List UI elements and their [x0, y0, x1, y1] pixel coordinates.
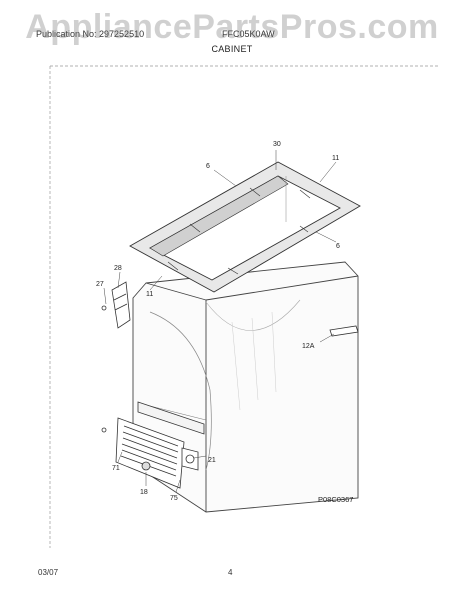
callout-30: 30	[273, 141, 281, 148]
footer-page-number: 4	[228, 568, 233, 577]
callout-75: 75	[170, 495, 178, 502]
callout-11-left: 11	[146, 291, 153, 298]
publication-number: Publication No: 297252510	[36, 29, 145, 39]
model-number: FFC05K0AW	[222, 29, 275, 39]
callout-11-top: 11	[332, 155, 339, 162]
leader-lines	[103, 150, 337, 493]
footer-date: 03/07	[38, 568, 59, 577]
hinge-bracket	[101, 281, 131, 329]
lid-gasket	[129, 161, 361, 293]
label-plate	[329, 325, 359, 337]
callout-28: 28	[114, 265, 122, 272]
callout-71: 71	[112, 465, 120, 472]
section-title: CABINET	[211, 44, 253, 54]
callout-18: 18	[140, 489, 148, 496]
callout-27: 27	[96, 281, 104, 288]
callout-12a: 12A	[302, 343, 315, 350]
callout-6-right: 6	[336, 243, 340, 250]
callout-21: 21	[208, 457, 216, 464]
diagram-frame	[49, 65, 440, 548]
figure-code: P08C0367	[318, 495, 353, 504]
grille-and-controls	[101, 401, 205, 489]
callout-6-top: 6	[206, 163, 210, 170]
